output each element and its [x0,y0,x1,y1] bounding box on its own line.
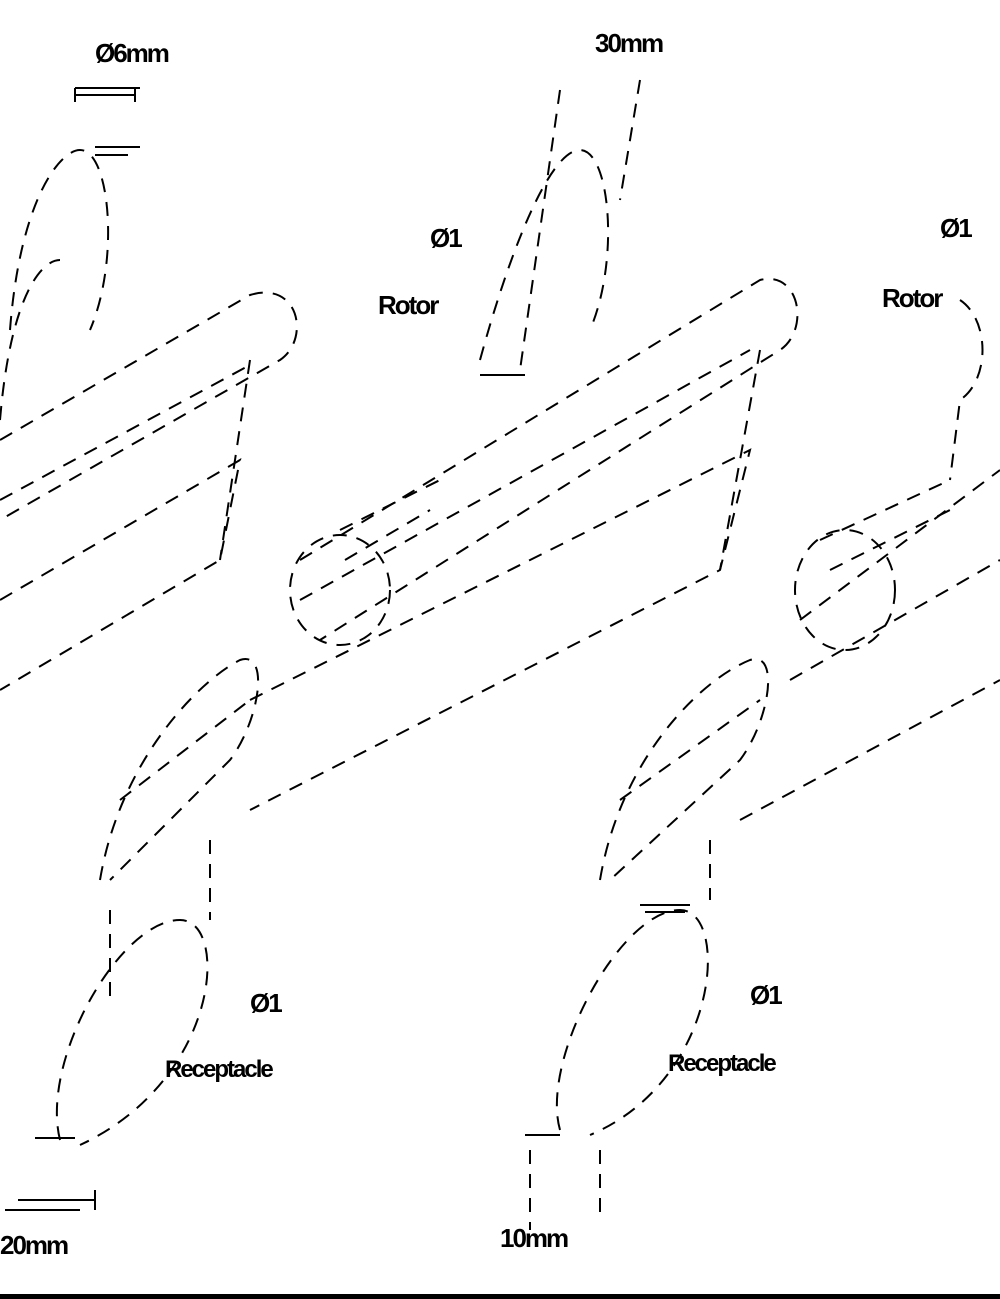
top-left-dimension: Ø6mm [95,38,170,68]
bottom-border [0,1294,1000,1299]
bottom-left-part-number: Ø1 [250,988,283,1018]
left-top-loop [0,87,140,421]
bottom-center-dimension: 10mm [500,1223,569,1253]
right-part-name: Rotor [882,283,943,313]
center-top-loop [479,79,641,376]
right-bottom-loop [525,658,770,1230]
left-bottom-loop [5,658,260,1211]
top-center-dimension: 30mm [595,28,664,58]
bottom-left-part-name: Receptacle [165,1056,274,1083]
left-part-number: Ø1 [430,223,463,253]
bottom-right-part-name: Receptacle [668,1050,777,1077]
bottom-right-part-number: Ø1 [750,980,783,1010]
right-part-number: Ø1 [940,213,973,243]
bottom-left-dimension: 20mm [0,1230,69,1260]
right-rod [739,299,1000,821]
left-rod [0,291,298,691]
center-rod [249,277,799,811]
left-part-name: Rotor [378,290,439,320]
